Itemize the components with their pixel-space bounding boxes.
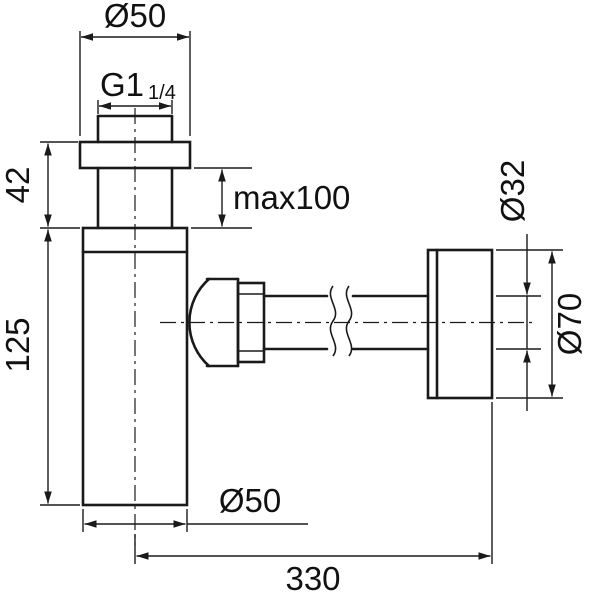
- dim-pipe-diameter: Ø32: [494, 160, 541, 411]
- dim-flange-diameter: Ø70: [496, 249, 588, 399]
- dim-overall-length: 330: [134, 402, 493, 597]
- dim-body-diameter-label: Ø50: [219, 482, 281, 519]
- pipe-break-symbol: [329, 285, 353, 357]
- trap-body: [81, 226, 189, 507]
- dim-top-diameter: Ø50: [79, 0, 191, 136]
- dim-inlet-height: 42: [0, 141, 80, 229]
- dim-adjustable-height: max100: [191, 167, 350, 229]
- dim-inlet-height-label: 42: [0, 167, 36, 204]
- trap-inlet: [78, 114, 192, 230]
- dim-body-diameter: Ø50: [82, 482, 308, 532]
- outlet-pipe: [262, 294, 430, 351]
- dim-overall-length-label: 330: [285, 560, 340, 597]
- dim-adjustable-height-label: max100: [233, 179, 350, 216]
- wall-flange: [426, 248, 494, 400]
- dim-top-diameter-label: Ø50: [104, 0, 166, 34]
- compression-nut: [236, 281, 266, 364]
- centerlines: [134, 108, 532, 545]
- dim-flange-diameter-label: Ø70: [551, 293, 588, 355]
- flange-nut: [78, 140, 192, 170]
- dim-body-height: 125: [0, 229, 80, 506]
- dim-body-height-label: 125: [0, 317, 36, 372]
- dim-pipe-diameter-label: Ø32: [494, 160, 531, 222]
